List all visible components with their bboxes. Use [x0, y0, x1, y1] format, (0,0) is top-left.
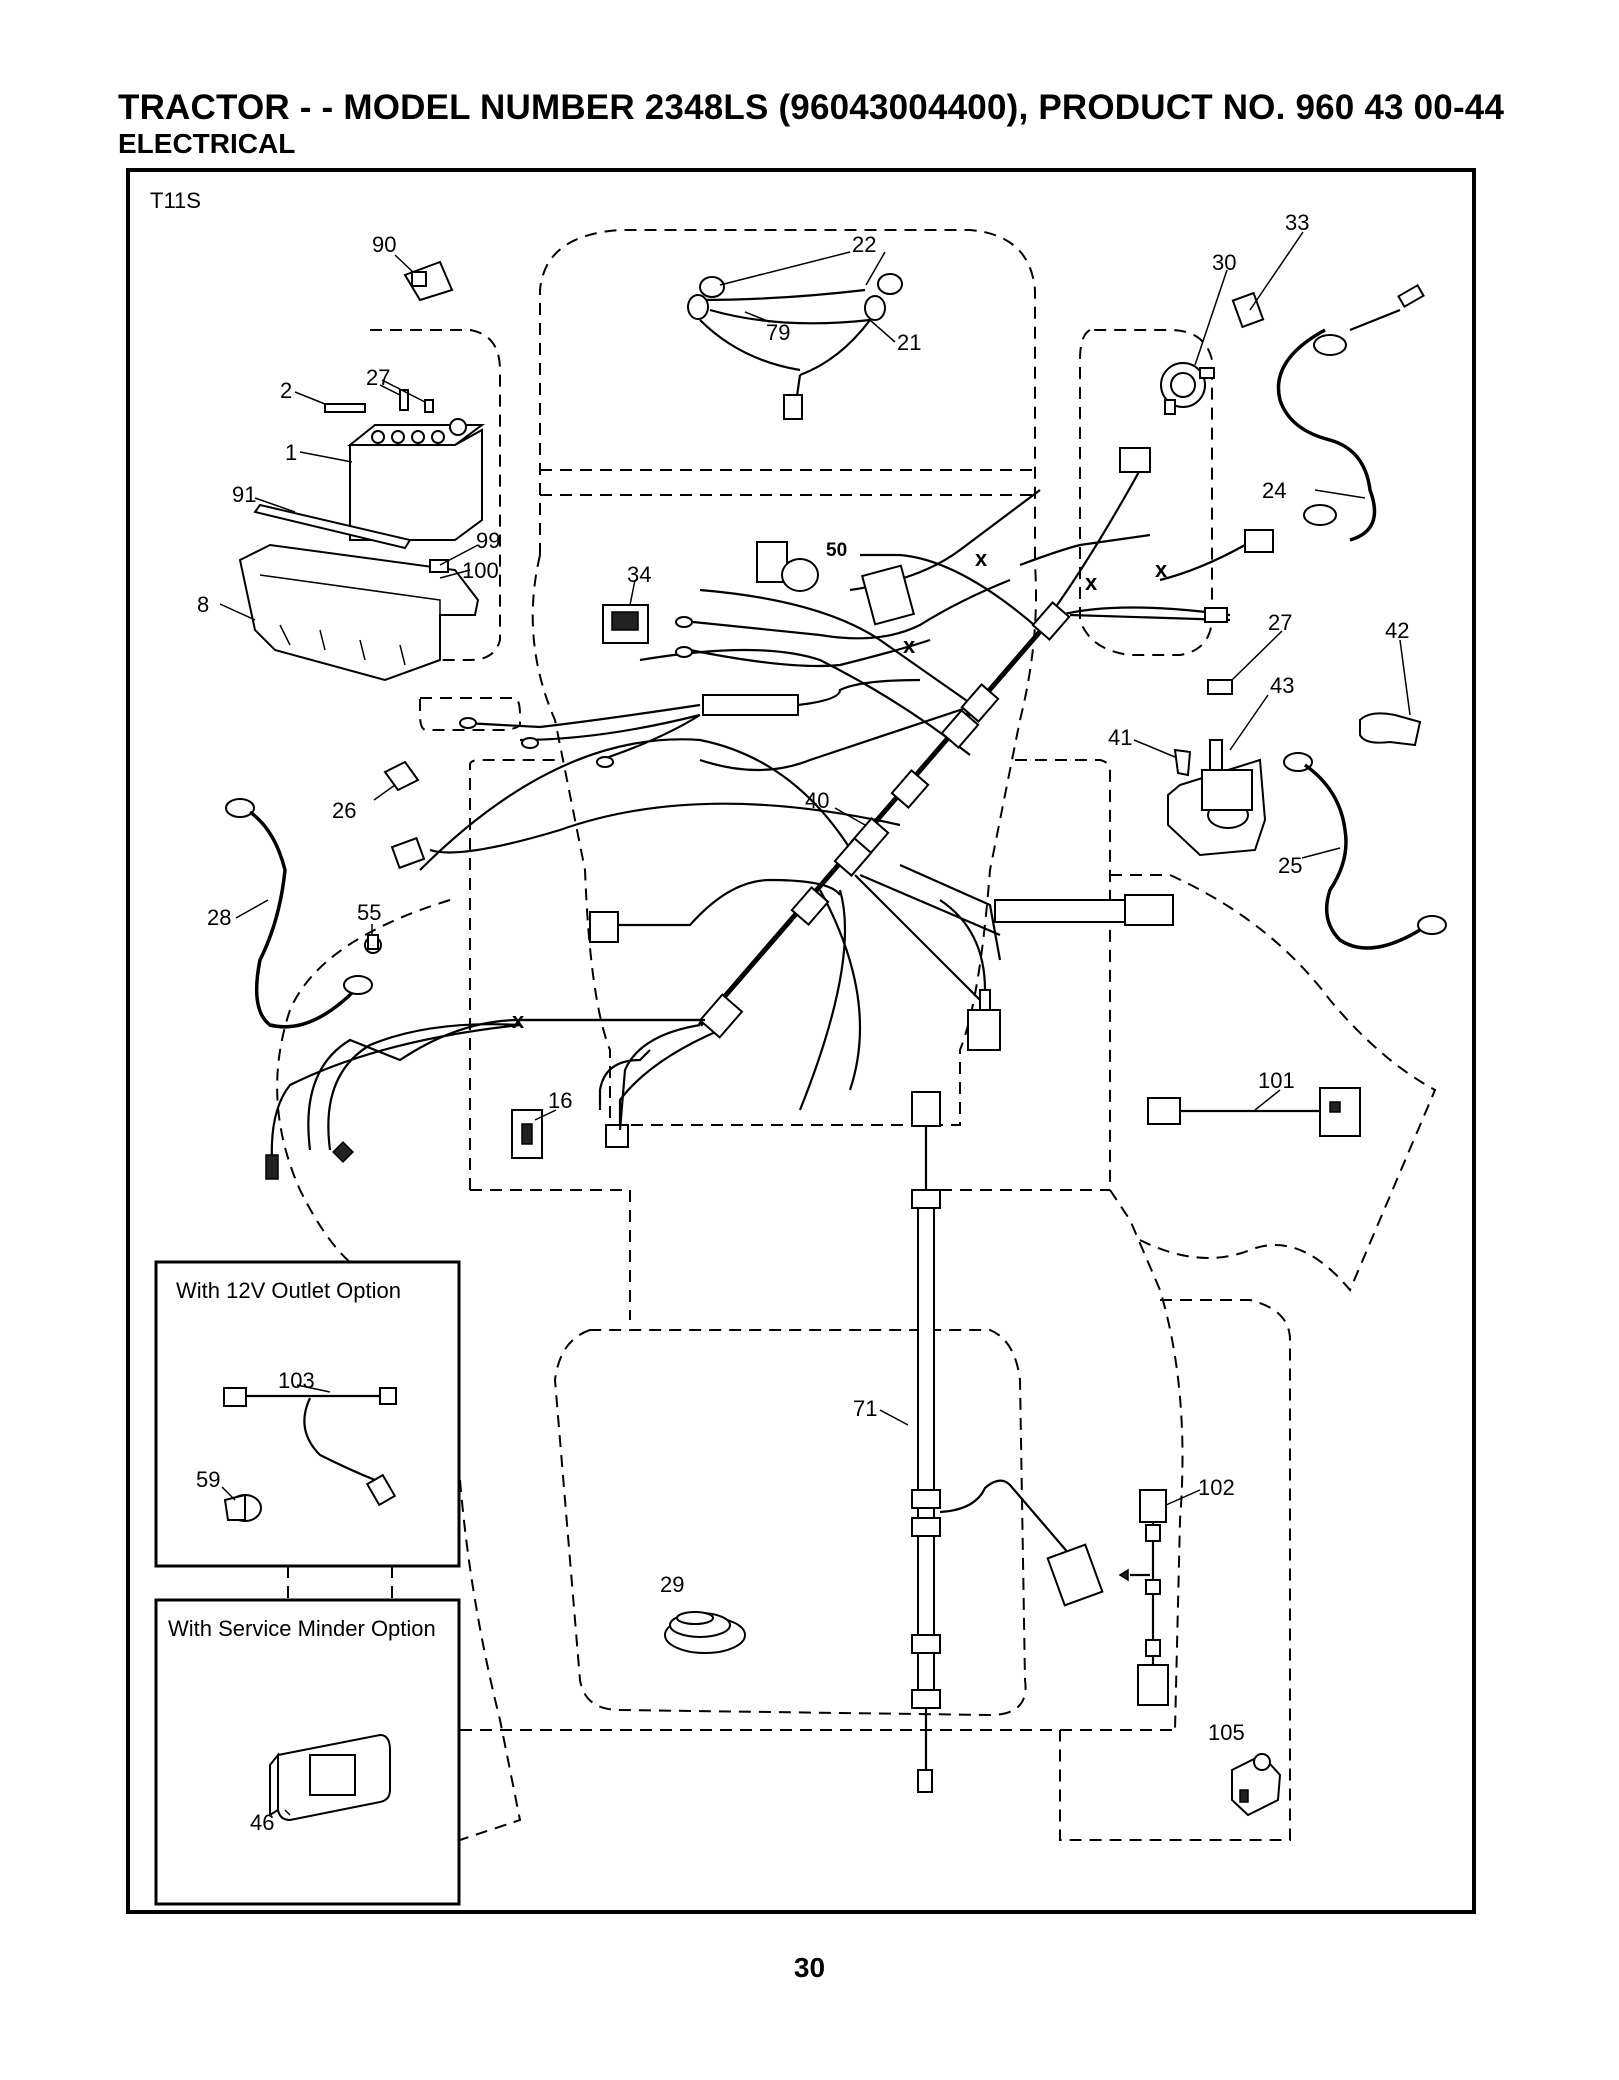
- screw-55: [364, 934, 382, 954]
- section-title: ELECTRICAL: [118, 128, 296, 159]
- main-wiring-harness: x x x x x: [307, 469, 1231, 1151]
- battery-hold-down: [253, 503, 412, 550]
- pto-switch: [756, 541, 819, 592]
- label-99: 99: [476, 528, 500, 553]
- part-labels: 90 22 33 30 27 2 79 21 1 24 91 99 50 100…: [196, 210, 1409, 1835]
- label-105: 105: [1208, 1720, 1245, 1745]
- label-8: 8: [197, 592, 209, 617]
- label-40: 40: [805, 788, 829, 813]
- label-41: 41: [1108, 725, 1132, 750]
- part-105: [1231, 1753, 1282, 1817]
- label-100: 100: [462, 558, 499, 583]
- label-91: 91: [232, 482, 256, 507]
- svg-text:x: x: [1155, 557, 1168, 582]
- part-29: [664, 1611, 746, 1654]
- label-29: 29: [660, 1572, 684, 1597]
- label-21: 21: [897, 330, 921, 355]
- part-90: [403, 260, 454, 302]
- label-90: 90: [372, 232, 396, 257]
- label-101: 101: [1258, 1068, 1295, 1093]
- label-26: 26: [332, 798, 356, 823]
- label-46: 46: [250, 1810, 274, 1835]
- page-number: 30: [793, 1952, 826, 1983]
- harness-71: [911, 1091, 1104, 1793]
- ignition-switch: [1160, 362, 1215, 415]
- label-28: 28: [207, 905, 231, 930]
- tractor-outline: [276, 229, 1437, 1841]
- battery: [324, 389, 486, 541]
- label-34: 34: [627, 562, 651, 587]
- leader-lines: [219, 231, 1411, 1816]
- label-33: 33: [1285, 210, 1309, 235]
- label-55: 55: [357, 900, 381, 925]
- label-27a: 27: [366, 365, 390, 390]
- label-25: 25: [1278, 853, 1302, 878]
- connector-right: [1244, 529, 1274, 553]
- cable-24: [1276, 283, 1425, 542]
- inset-12v-outlet-title: With 12V Outlet Option: [176, 1278, 401, 1303]
- label-50: 50: [826, 540, 847, 561]
- inset-service-minder: With Service Minder Option: [154, 1598, 461, 1906]
- plug-left: [390, 836, 426, 870]
- label-42: 42: [1385, 618, 1409, 643]
- diagram-frame: [126, 168, 1476, 1914]
- label-16: 16: [548, 1088, 572, 1113]
- label-102: 102: [1198, 1475, 1235, 1500]
- inset-12v-outlet: With 12V Outlet Option: [154, 1260, 461, 1568]
- label-59: 59: [196, 1467, 220, 1492]
- label-43: 43: [1270, 673, 1294, 698]
- svg-text:x: x: [512, 1008, 525, 1033]
- label-22: 22: [852, 232, 876, 257]
- fuse: [383, 760, 420, 792]
- label-1: 1: [285, 440, 297, 465]
- label-27b: 27: [1268, 610, 1292, 635]
- label-103: 103: [278, 1368, 315, 1393]
- cable-28: [225, 798, 373, 1029]
- part-16: [511, 1109, 543, 1159]
- label-2: 2: [280, 378, 292, 403]
- svg-text:x: x: [975, 546, 988, 571]
- battery-tray: [238, 543, 480, 682]
- label-71: 71: [853, 1396, 877, 1421]
- part-101: [1147, 1087, 1361, 1137]
- solenoid: [1167, 679, 1267, 857]
- terminal-boot: [1359, 712, 1422, 747]
- diagram-code: T11S: [150, 188, 201, 213]
- label-24: 24: [1262, 478, 1286, 503]
- inset-service-minder-title: With Service Minder Option: [168, 1616, 436, 1641]
- cable-25: [1283, 752, 1447, 950]
- decal: [860, 564, 916, 626]
- page-title: TRACTOR - - MODEL NUMBER 2348LS (9604300…: [118, 88, 1505, 127]
- svg-text:x: x: [1085, 570, 1098, 595]
- terminal-right: [1204, 607, 1228, 623]
- headlight-harness: [687, 273, 903, 420]
- part-102: [1118, 1489, 1169, 1706]
- rocker-switch: [602, 604, 649, 644]
- connector-top-right: [1119, 447, 1151, 473]
- label-79: 79: [766, 320, 790, 345]
- label-30: 30: [1212, 250, 1236, 275]
